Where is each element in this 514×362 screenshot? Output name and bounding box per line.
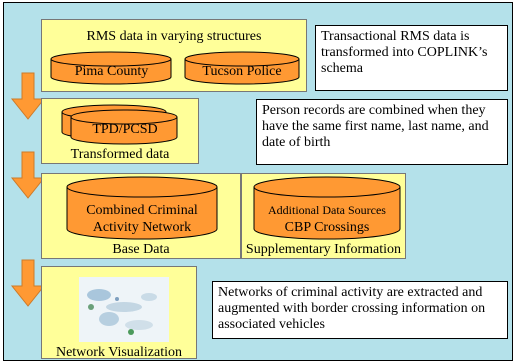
tucson-police-label: Tucson Police (202, 64, 282, 79)
cbp-crossings-cylinder (253, 176, 401, 240)
tucson-police-cylinder (184, 51, 300, 85)
pima-county-cylinder (50, 51, 172, 85)
tpd-pcsd-label: TPD/PCSD (92, 122, 158, 137)
transformed-data-label: Transformed data (70, 147, 170, 162)
additional-data-sources-label: Additional Data Sources (268, 203, 386, 217)
combined-criminal-label-line1: Combined Criminal (86, 203, 198, 218)
pima-county-label: Pima County (74, 64, 149, 79)
supplementary-information-label: Supplementary Information (245, 242, 402, 257)
flow-arrow-3 (10, 259, 46, 307)
tpd-pcsd-cylinder (70, 109, 178, 145)
base-data-label: Base Data (112, 242, 170, 257)
cbp-crossings-label: CBP Crossings (284, 220, 370, 235)
network-visualization-label: Network Visualization (55, 345, 183, 360)
flow-arrow-2 (10, 151, 46, 199)
networks-note-box: Networks of criminal activity are extrac… (212, 281, 508, 339)
network-visualization-thumbnail (79, 277, 169, 342)
combined-criminal-network-cylinder (66, 176, 218, 240)
flow-arrow-1 (10, 72, 46, 120)
combined-criminal-label-line2: Activity Network (92, 220, 192, 235)
rms-note-box: Transactional RMS data is transformed in… (315, 25, 508, 91)
rms-data-title: RMS data in varying structures (86, 29, 262, 44)
person-records-note-box: Person records are combined when they ha… (256, 99, 508, 165)
